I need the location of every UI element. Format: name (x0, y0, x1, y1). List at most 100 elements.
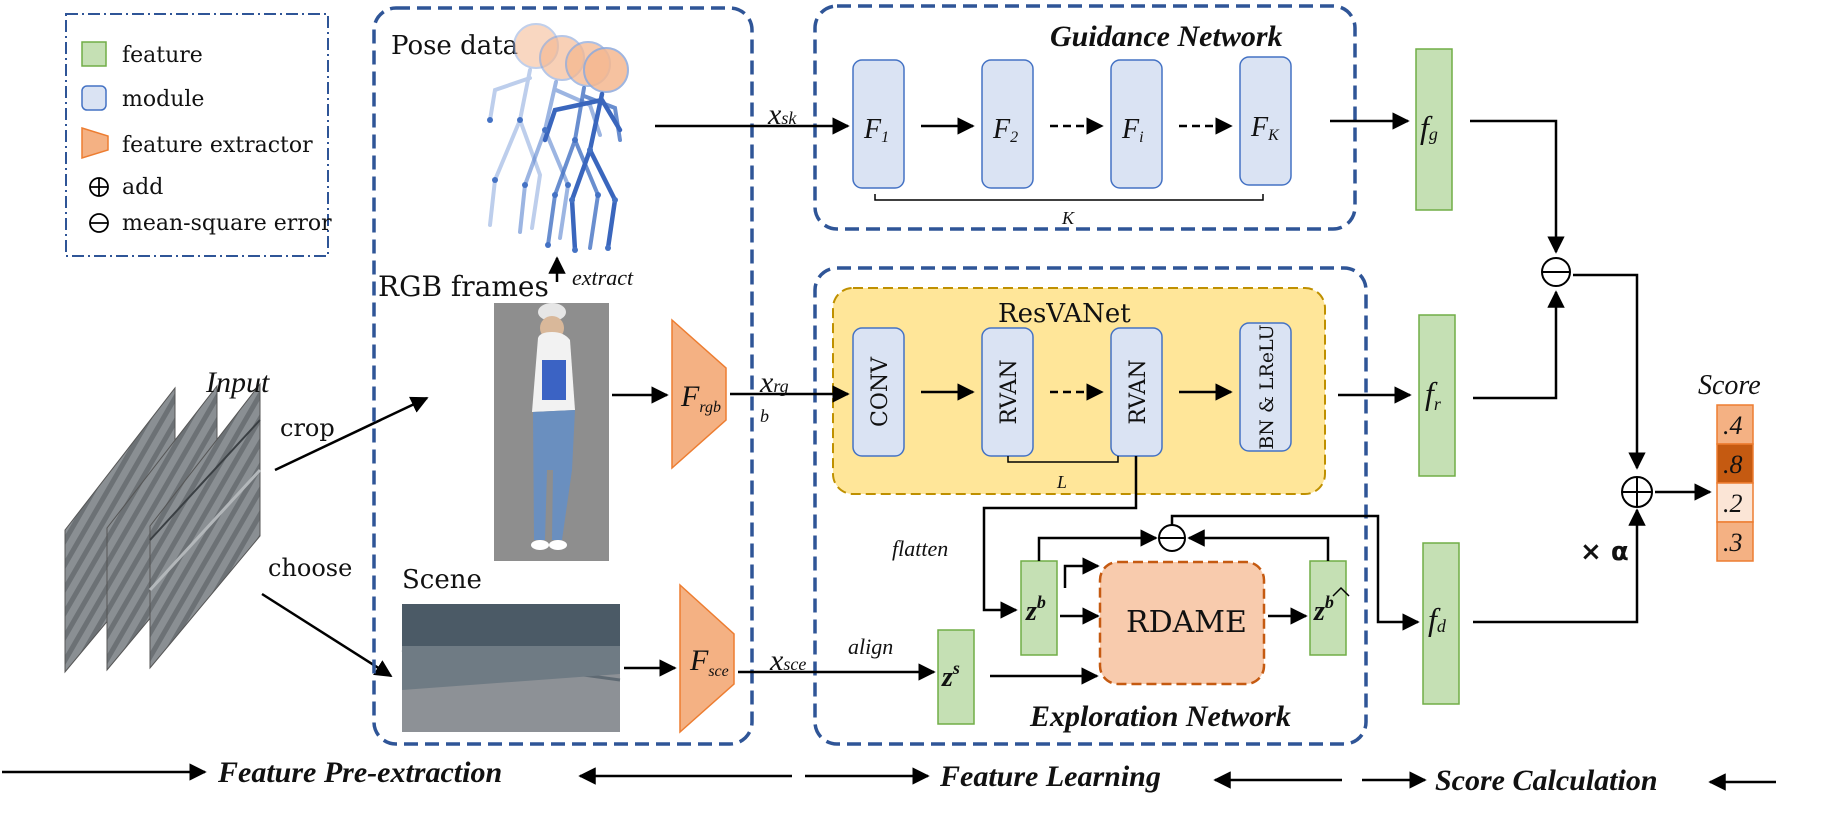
f-rgb-extractor: Frgb (671, 318, 727, 470)
zb-feature: zb (1020, 560, 1058, 656)
flatten-label: flatten (892, 536, 948, 561)
legend-feature-label: feature (122, 43, 203, 68)
score-cell-4 (1716, 521, 1754, 562)
score-value-3: .2 (1723, 489, 1743, 518)
pose-skeleton-graphic (487, 23, 629, 253)
svg-text:xrg: xrg (759, 366, 789, 399)
resvanet-module-bn-lrelu: BN & LReLU (1239, 322, 1292, 452)
resvanet-brace-label: L (1056, 472, 1067, 492)
svg-text:zb: zb (1313, 592, 1334, 627)
legend-add-label: add (122, 175, 163, 200)
svg-text:BN & LReLU: BN & LReLU (1256, 324, 1278, 449)
fd-feature: fd (1422, 542, 1460, 705)
fg-to-mse-arrow (1470, 119, 1565, 254)
mse-to-fd-path (1170, 514, 1420, 631)
guidance-module-f2: F2 (981, 59, 1034, 189)
fd-to-add-arrow (1473, 508, 1646, 624)
score-cell-1 (1716, 404, 1754, 445)
f-sce-main: F (689, 644, 709, 677)
stage-learning-label: Feature Learning (939, 760, 1161, 793)
x-sk-main: x (767, 98, 782, 131)
svg-text:F2: F2 (992, 114, 1018, 146)
rgb-frames-graphic (492, 301, 612, 563)
resvanet-module-rvan-1: RVAN (981, 327, 1034, 457)
svg-text:zs: zs (941, 658, 960, 693)
extract-label: extract (572, 265, 634, 290)
stage-score-label: Score Calculation (1435, 764, 1658, 797)
svg-text:FK: FK (1250, 112, 1280, 144)
svg-text:RVAN: RVAN (997, 359, 1022, 424)
svg-text:zb: zb (1025, 592, 1046, 627)
svg-text:Fi: Fi (1121, 114, 1144, 146)
person-figure (531, 303, 575, 550)
guidance-network-title: Guidance Network (1050, 20, 1283, 53)
resvanet-module-rvan-2: RVAN (1110, 327, 1163, 457)
flatten-path (982, 456, 1138, 619)
rdame-label: RDAME (1126, 605, 1247, 640)
choose-label: choose (268, 554, 352, 582)
legend-mse-icon (89, 213, 109, 233)
x-sce-sub: sce (783, 654, 806, 674)
pose-data-label: Pose data (391, 31, 518, 61)
guidance-brace (874, 194, 1264, 201)
crop-label: crop (280, 414, 335, 442)
x-rgb-main: x (759, 366, 774, 399)
legend-feature-swatch (81, 41, 107, 67)
legend-module-swatch (81, 85, 107, 111)
resvanet-module-conv: CONV (852, 327, 905, 457)
resvanet-title: ResVANet (998, 299, 1131, 329)
scene-label: Scene (402, 565, 482, 595)
guidance-module-fi: Fi (1110, 59, 1163, 189)
score-add-icon (1621, 476, 1653, 508)
choose-arrow (261, 592, 393, 678)
svg-text:Fsce: Fsce (689, 644, 729, 680)
alpha-label: × α (1580, 537, 1629, 567)
preextraction-box (372, 6, 754, 746)
crop-arrow (274, 396, 429, 472)
f-rgb-sub: rgb (699, 399, 721, 416)
svg-text:xsce: xsce (769, 644, 806, 677)
score-value-2: .8 (1723, 450, 1743, 479)
svg-text:RVAN: RVAN (1126, 359, 1151, 424)
svg-text:xsk: xsk (767, 98, 797, 131)
legend-extractor-label: feature extractor (122, 133, 313, 158)
rgb-frames-label: RGB frames (378, 270, 549, 303)
scene-image (401, 604, 621, 732)
legend: feature module feature extractor add mea… (65, 13, 332, 257)
zb-to-mse-line (1037, 529, 1158, 561)
svg-text:F1: F1 (863, 114, 889, 146)
guidance-network-box (813, 4, 1357, 231)
guidance-brace-label: K (1061, 208, 1075, 228)
legend-add-icon (89, 177, 109, 197)
fr-feature: fr (1418, 314, 1456, 477)
f-sce-extractor: Fsce (679, 583, 735, 734)
resvanet-brace (1007, 456, 1119, 463)
legend-mse-label: mean-square error (122, 211, 332, 236)
score-title: Score (1698, 370, 1761, 401)
zs-feature: zs (937, 629, 975, 725)
fg-fr-mse-icon (1541, 257, 1571, 287)
exploration-network-title: Exploration Network (1029, 700, 1291, 733)
zb-skip-arrow (1063, 557, 1100, 588)
svg-text:CONV: CONV (868, 356, 893, 427)
exploration-network-box (813, 266, 1368, 746)
score-value-4: .3 (1723, 528, 1743, 557)
f-sce-sub: sce (708, 663, 728, 680)
fg-feature: fg (1415, 48, 1453, 211)
rdame-module: RDAME (1098, 560, 1266, 686)
score-cell-2 (1716, 443, 1754, 484)
x-rgb-sub1: rg (773, 376, 788, 396)
guidance-module-fk: FK (1239, 56, 1292, 186)
zb-hat-feature: zb (1309, 560, 1350, 656)
x-sce-main: x (769, 644, 784, 677)
input-title: Input (205, 366, 270, 399)
input-frames (64, 382, 262, 674)
zhat-to-mse-line (1187, 529, 1330, 561)
guidance-module-f1: F1 (852, 59, 905, 189)
fr-to-mse-arrow (1473, 290, 1565, 400)
stage-preextraction-label: Feature Pre-extraction (217, 756, 502, 789)
mse-to-add-arrow (1573, 273, 1646, 470)
x-sk-sub: sk (781, 108, 797, 128)
legend-extractor-swatch (81, 126, 109, 160)
